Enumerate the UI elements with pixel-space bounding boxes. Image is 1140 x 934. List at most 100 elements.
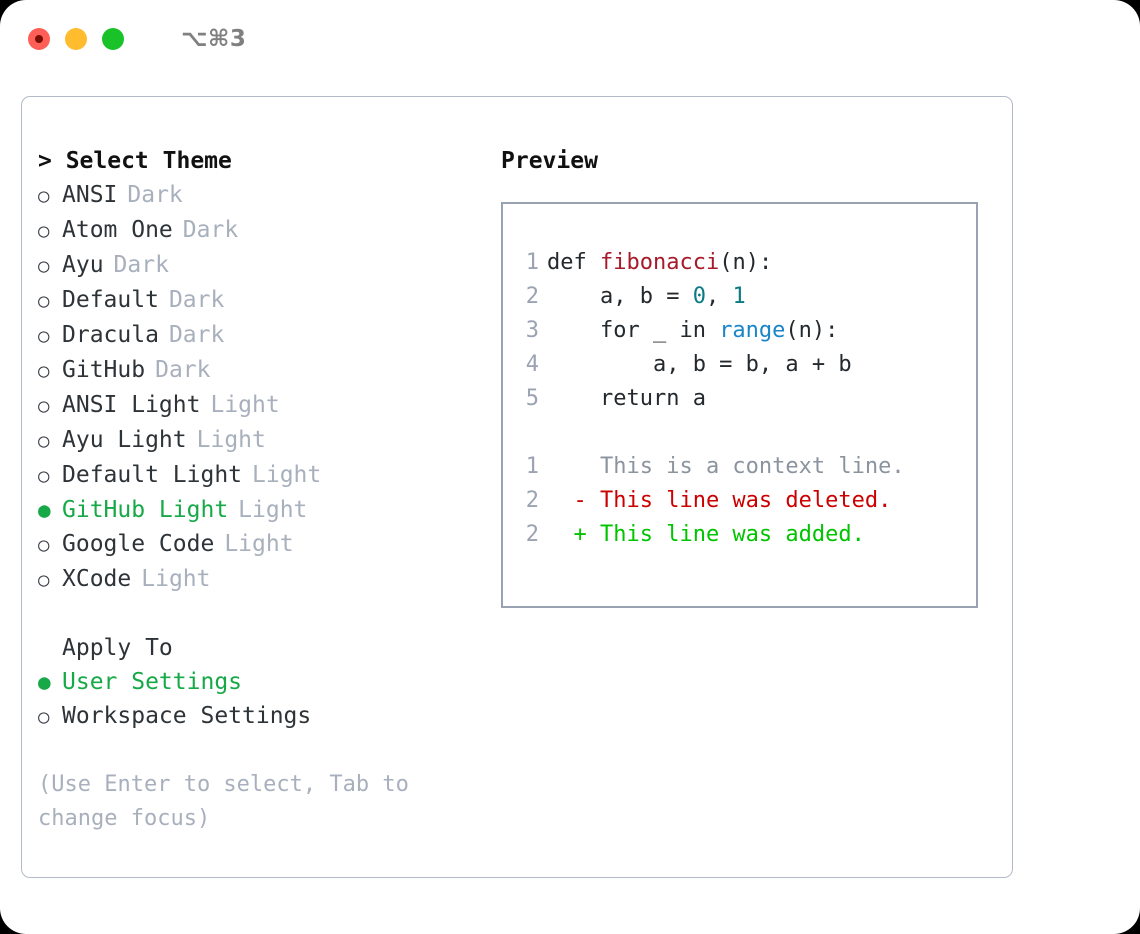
radio-unselected-icon: ○ xyxy=(38,290,50,312)
option-label: XCode xyxy=(62,566,132,592)
theme-option-ansi-light[interactable]: ○ ANSI Light Light xyxy=(38,388,492,423)
diff-line: 2 - This line was deleted. xyxy=(503,484,976,518)
code-token: (n): xyxy=(785,318,839,343)
option-label: User Settings xyxy=(62,669,243,695)
theme-option-github[interactable]: ○ GitHub Dark xyxy=(38,353,492,388)
spacer xyxy=(503,416,976,450)
option-variant-tag: Light xyxy=(210,392,280,418)
theme-option-dracula[interactable]: ○ Dracula Dark xyxy=(38,318,492,353)
diff-sample: 1 This is a context line.2 - This line w… xyxy=(503,450,976,552)
option-label: Dracula xyxy=(62,322,159,348)
option-label: Default Light xyxy=(62,462,243,488)
code-token: def xyxy=(547,250,600,275)
code-token: for _ in xyxy=(547,318,720,343)
line-number: 3 xyxy=(525,318,539,343)
minimize-button[interactable] xyxy=(65,28,87,50)
option-variant-tag: Light xyxy=(224,531,294,557)
option-variant-tag: Light xyxy=(196,427,266,453)
zoom-button[interactable] xyxy=(102,28,124,50)
diff-text: + This line was added. xyxy=(547,522,865,547)
code-line: 3 for _ in range(n): xyxy=(503,314,976,348)
radio-unselected-icon: ○ xyxy=(38,220,50,242)
radio-selected-icon: ● xyxy=(38,498,51,522)
code-token: a, b = xyxy=(547,284,693,309)
radio-selected-icon: ● xyxy=(38,670,51,694)
apply-option-user-settings[interactable]: ● User Settings xyxy=(38,665,492,699)
option-label: GitHub Light xyxy=(62,497,229,523)
radio-unselected-icon: ○ xyxy=(38,430,50,452)
code-token: , xyxy=(705,284,733,309)
option-label: Workspace Settings xyxy=(62,703,312,729)
keyboard-shortcut-label: ⌥⌘3 xyxy=(181,26,247,52)
line-number: 4 xyxy=(525,352,539,377)
option-label: Google Code xyxy=(62,531,215,557)
radio-unselected-icon: ○ xyxy=(38,465,50,487)
diff-line: 1 This is a context line. xyxy=(503,450,976,484)
line-number: 1 xyxy=(525,454,539,479)
window-controls xyxy=(28,28,124,50)
apply-option-workspace-settings[interactable]: ○ Workspace Settings xyxy=(38,699,492,734)
line-number: 2 xyxy=(525,284,539,309)
radio-unselected-icon: ○ xyxy=(38,534,50,556)
theme-option-google-code[interactable]: ○ Google Code Light xyxy=(38,527,492,562)
theme-option-github-light[interactable]: ● GitHub Light Light xyxy=(38,493,492,527)
line-number: 2 xyxy=(525,488,539,513)
radio-unselected-icon: ○ xyxy=(38,360,50,382)
option-label: Ayu Light xyxy=(62,427,187,453)
line-number: 5 xyxy=(525,386,539,411)
radio-unselected-icon: ○ xyxy=(38,569,50,591)
radio-unselected-icon: ○ xyxy=(38,395,50,417)
spacer xyxy=(38,597,492,631)
option-variant-tag: Light xyxy=(238,497,308,523)
code-token: return a xyxy=(547,386,706,411)
line-number: 1 xyxy=(525,250,539,275)
option-label: Default xyxy=(62,287,159,313)
theme-option-atom-one[interactable]: ○ Atom One Dark xyxy=(38,213,492,248)
diff-text: - This line was deleted. xyxy=(547,488,892,513)
code-token: range xyxy=(719,318,786,343)
keyboard-hint: (Use Enter to select, Tab to change focu… xyxy=(38,772,409,831)
option-label: ANSI xyxy=(62,182,118,208)
diff-text: This is a context line. xyxy=(547,454,905,479)
theme-option-ayu-light[interactable]: ○ Ayu Light Light xyxy=(38,423,492,458)
code-line: 4 a, b = b, a + b xyxy=(503,348,976,382)
option-label: GitHub xyxy=(62,357,146,383)
option-label: Ayu xyxy=(62,252,104,278)
radio-unselected-icon: ○ xyxy=(38,325,50,347)
code-token: a, b = b, a + b xyxy=(547,352,852,377)
title-bar: ⌥⌘3 xyxy=(0,0,1140,78)
apply-to-header: Apply To xyxy=(62,635,173,661)
option-variant-tag: Dark xyxy=(168,287,225,313)
line-number: 2 xyxy=(525,522,539,547)
code-line: 2 a, b = 0, 1 xyxy=(503,280,976,314)
option-variant-tag: Dark xyxy=(182,217,239,243)
theme-option-default[interactable]: ○ Default Dark xyxy=(38,283,492,318)
option-variant-tag: Light xyxy=(252,462,322,488)
option-variant-tag: Light xyxy=(141,566,211,592)
option-label: ANSI Light xyxy=(62,392,201,418)
theme-option-xcode[interactable]: ○ XCode Light xyxy=(38,562,492,597)
option-variant-tag: Dark xyxy=(155,357,211,383)
radio-unselected-icon: ○ xyxy=(38,706,50,728)
radio-unselected-icon: ○ xyxy=(38,255,50,277)
option-variant-tag: Dark xyxy=(127,182,183,208)
code-token: (n): xyxy=(719,250,773,275)
radio-unselected-icon: ○ xyxy=(38,185,50,207)
theme-option-default-light[interactable]: ○ Default Light Light xyxy=(38,458,492,493)
code-token: 1 xyxy=(732,284,746,309)
apply-to-list[interactable]: ● User Settings ○ Workspace Settings xyxy=(38,665,492,734)
preview-header: Preview xyxy=(501,148,598,174)
close-button[interactable] xyxy=(28,28,50,50)
option-variant-tag: Dark xyxy=(168,322,225,348)
option-label: Atom One xyxy=(62,217,173,243)
theme-option-ansi[interactable]: ○ ANSI Dark xyxy=(38,178,492,213)
